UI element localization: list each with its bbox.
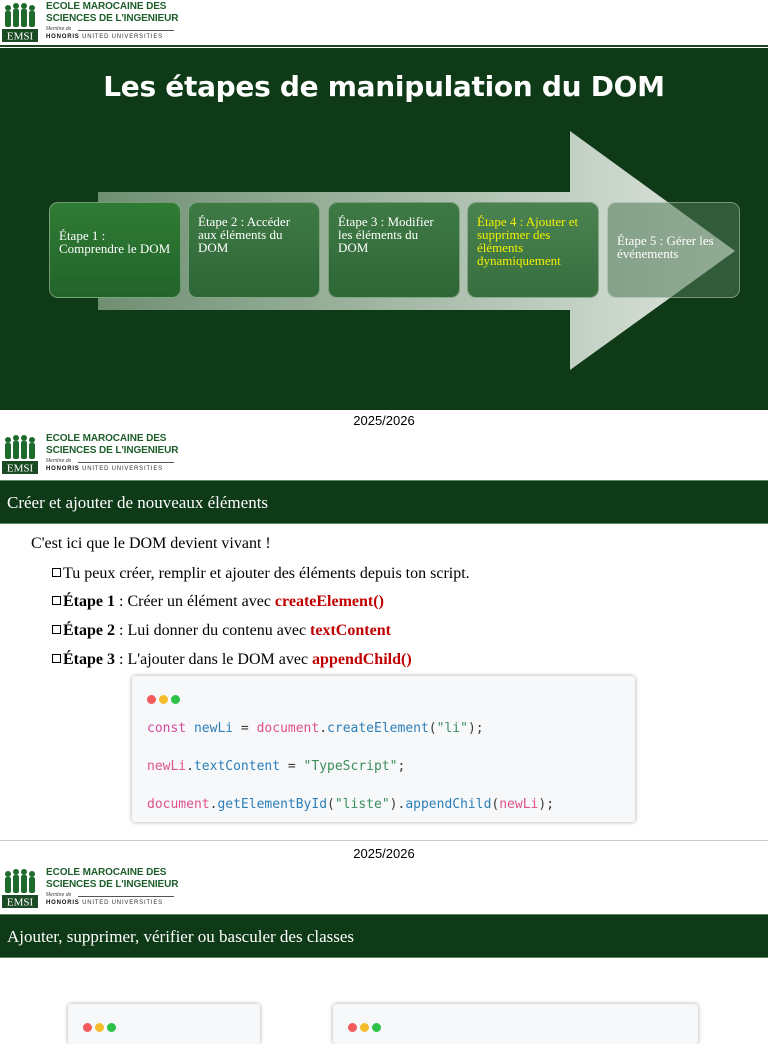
logo-line-4: HONORIS UNITED UNIVERSITIES xyxy=(46,900,163,906)
step-4: Étape 4 : Ajouter et supprimer des éléme… xyxy=(467,202,599,298)
slide-1: EMSI ECOLE MAROCAINE DES SCIENCES DE L'I… xyxy=(0,0,768,430)
code-snippet-right xyxy=(333,1004,698,1044)
emsi-logo: EMSI ECOLE MAROCAINE DES SCIENCES DE L'I… xyxy=(0,432,180,476)
code-snippet: const newLi = document.createElement("li… xyxy=(132,676,635,822)
slide-3-title: Ajouter, supprimer, vérifier ou basculer… xyxy=(7,927,355,946)
emsi-emblem-icon: EMSI xyxy=(2,435,38,475)
emsi-logo: EMSI ECOLE MAROCAINE DES SCIENCES DE L'I… xyxy=(0,0,180,44)
logo-divider xyxy=(78,896,174,897)
code-line-2: newLi.textContent = "TypeScript"; xyxy=(147,759,406,774)
emsi-emblem-icon: EMSI xyxy=(2,3,38,43)
slide-3-title-bar: Ajouter, supprimer, vérifier ou basculer… xyxy=(0,914,768,958)
slide-divider xyxy=(0,840,768,841)
emsi-emblem-icon: EMSI xyxy=(2,869,38,909)
logo-line-2: SCIENCES DE L'INGENIEUR xyxy=(46,13,179,24)
bullet-2: Étape 1 : Créer un élément avec createEl… xyxy=(52,593,384,611)
window-dots xyxy=(147,691,183,709)
yellow-dot-icon xyxy=(360,1023,369,1032)
bullet-3: Étape 2 : Lui donner du contenu avec tex… xyxy=(52,622,391,640)
logo-line-1: ECOLE MAROCAINE DES xyxy=(46,433,167,444)
red-dot-icon xyxy=(348,1023,357,1032)
window-dots xyxy=(83,1019,119,1037)
svg-text:EMSI: EMSI xyxy=(7,31,34,43)
header-rule xyxy=(0,45,768,47)
step-1: Étape 1 : Comprendre le DOM xyxy=(49,202,181,298)
logo-line-2: SCIENCES DE L'INGENIEUR xyxy=(46,445,179,456)
logo-line-4: HONORIS UNITED UNIVERSITIES xyxy=(46,34,163,40)
emsi-logo: EMSI ECOLE MAROCAINE DES SCIENCES DE L'I… xyxy=(0,866,180,910)
bullet-box-icon xyxy=(52,654,61,663)
step-5: Étape 5 : Gérer les événements xyxy=(607,202,740,298)
slide-2-title-bar: Créer et ajouter de nouveaux éléments xyxy=(0,480,768,524)
svg-text:EMSI: EMSI xyxy=(7,463,34,475)
green-dot-icon xyxy=(171,695,180,704)
bullet-box-icon xyxy=(52,568,61,577)
window-dots xyxy=(348,1019,384,1037)
yellow-dot-icon xyxy=(95,1023,104,1032)
green-dot-icon xyxy=(107,1023,116,1032)
bullet-1: Tu peux créer, remplir et ajouter des él… xyxy=(52,565,470,583)
slide-1-body: Les étapes de manipulation du DOM Étape … xyxy=(0,48,768,410)
yellow-dot-icon xyxy=(159,695,168,704)
slide-1-title: Les étapes de manipulation du DOM xyxy=(103,70,665,103)
bullet-box-icon xyxy=(52,596,61,605)
logo-line-3: Membre de xyxy=(46,892,72,898)
step-3: Étape 3 : Modifier les éléments du DOM xyxy=(328,202,460,298)
logo-line-1: ECOLE MAROCAINE DES xyxy=(46,1,167,12)
bullet-box-icon xyxy=(52,625,61,634)
bullet-4: Étape 3 : L'ajouter dans le DOM avec app… xyxy=(52,651,412,669)
code-line-1: const newLi = document.createElement("li… xyxy=(147,721,484,736)
logo-divider xyxy=(78,462,174,463)
logo-line-2: SCIENCES DE L'INGENIEUR xyxy=(46,879,179,890)
slide-1-year: 2025/2026 xyxy=(353,413,415,428)
code-snippet-left xyxy=(68,1004,260,1044)
slide-2-year: 2025/2026 xyxy=(353,846,415,861)
slide-2-intro: C'est ici que le DOM devient vivant ! xyxy=(31,535,271,552)
code-line-3: document.getElementById("liste").appendC… xyxy=(147,797,555,812)
red-dot-icon xyxy=(147,695,156,704)
logo-line-3: Membre de xyxy=(46,26,72,32)
logo-line-4: HONORIS UNITED UNIVERSITIES xyxy=(46,466,163,472)
logo-line-1: ECOLE MAROCAINE DES xyxy=(46,867,167,878)
step-2: Étape 2 : Accéder aux éléments du DOM xyxy=(188,202,320,298)
logo-divider xyxy=(78,30,174,31)
slide-2-title: Créer et ajouter de nouveaux éléments xyxy=(7,493,269,512)
logo-line-3: Membre de xyxy=(46,458,72,464)
red-dot-icon xyxy=(83,1023,92,1032)
svg-text:EMSI: EMSI xyxy=(7,897,34,909)
green-dot-icon xyxy=(372,1023,381,1032)
